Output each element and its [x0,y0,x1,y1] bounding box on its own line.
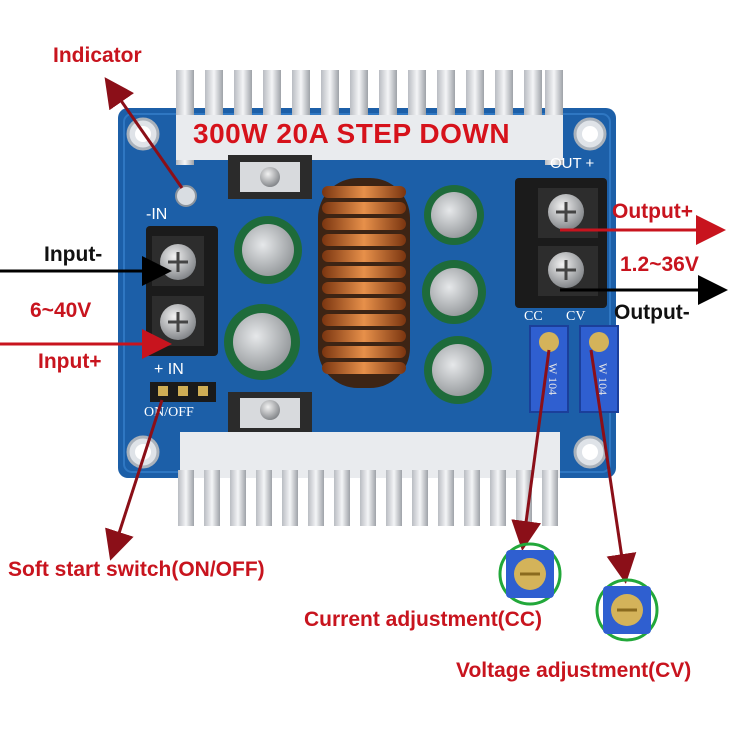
bottom-mosfet [228,392,312,436]
top-heatsink [176,70,563,165]
annotation-arrows [0,77,728,584]
cv-arrow [589,349,637,584]
soft-start-arrow [105,399,164,561]
silk-cc: CC [524,309,543,324]
label-input-plus: Input+ [38,350,102,373]
silk-in-plus: + IN [154,361,184,378]
label-output-minus: Output- [614,301,690,324]
output-terminal-block [515,178,607,308]
capacitors [224,185,492,404]
label-output-plus: Output+ [612,200,694,223]
silk-out-plus: OUT + [550,155,595,172]
top-mosfet [228,155,312,199]
label-output-range: 1.2~36V [620,253,699,276]
cc-arrow [511,349,551,551]
silk-on-off: ON/OFF [144,405,194,420]
indicator-led [175,185,197,207]
label-indicator: Indicator [53,44,142,67]
silk-cv: CV [566,309,585,324]
label-soft-start: Soft start switch(ON/OFF) [8,558,265,581]
cv-pot-zoom [595,578,659,642]
label-input-range: 6~40V [30,299,92,322]
pot-code-cc: W 104 [546,363,560,395]
cc-pot-zoom [498,542,562,606]
indicator-arrow [104,77,184,189]
input-terminal-block [146,226,218,356]
label-input-minus: Input- [44,243,103,266]
pot-code-cv: W 104 [596,363,610,395]
bottom-heatsink [178,432,560,526]
label-voltage-adjustment: Voltage adjustment(CV) [456,659,692,682]
label-current-adjustment: Current adjustment(CC) [304,608,543,631]
product-title: 300W 20A STEP DOWN [193,118,511,149]
soft-start-header [150,382,216,402]
inductor-coil [318,178,410,388]
silk-in-minus: -IN [146,206,167,223]
